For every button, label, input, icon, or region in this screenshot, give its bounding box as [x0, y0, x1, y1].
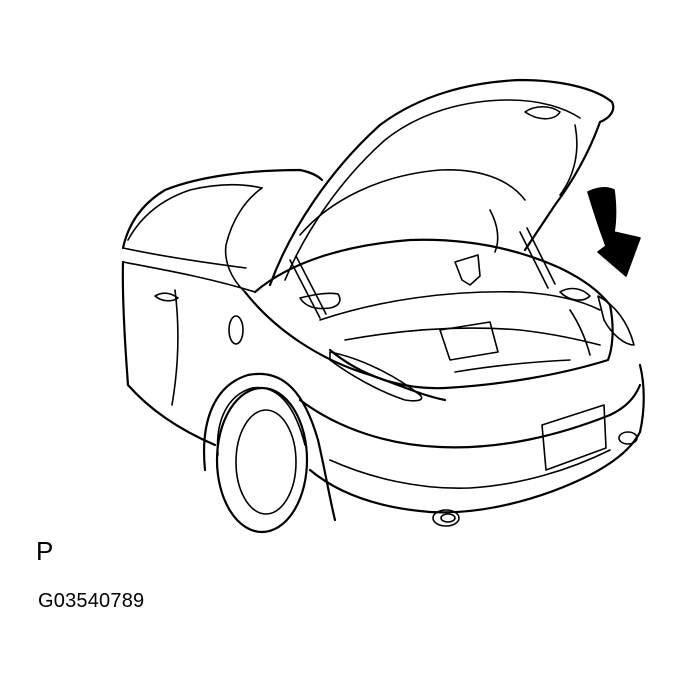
fender-flare-inner [216, 386, 306, 456]
trunk-tray [454, 359, 571, 373]
gas-strut-left-2 [295, 255, 327, 315]
trunk-floor [319, 290, 601, 321]
bumper-crease [329, 449, 611, 490]
arrow-shape [587, 187, 641, 277]
tail-light-right [597, 295, 635, 346]
trunk-mat-recess [439, 321, 499, 361]
trunk-hinge-detail [559, 287, 591, 301]
door-handle [154, 292, 179, 302]
trunk-side-panel [569, 309, 591, 356]
trunk-lid-spoiler [524, 105, 561, 120]
door-crease [171, 289, 179, 406]
lid-hinge-arm [489, 209, 499, 253]
roof-inner-line [127, 184, 263, 241]
gas-strut-right [519, 231, 549, 289]
figure-id: G03540789 [38, 590, 145, 612]
rear-bumper [298, 383, 642, 449]
trunk-trim-left [299, 292, 341, 310]
rear-fender-arch [203, 372, 337, 522]
gas-strut-right-2 [526, 227, 556, 285]
trunk-lid-rear-edge [523, 120, 602, 252]
quarter-panel [243, 290, 447, 402]
tail-light-left [329, 351, 423, 402]
rear-wheel-tire [215, 386, 309, 534]
bumper-lower [308, 363, 645, 514]
trunk-lid-inner-panel [299, 169, 526, 236]
trunk-latch-bracket [454, 254, 481, 286]
trunk-lid [268, 78, 615, 319]
side-body-outline [121, 260, 217, 447]
c-pillar [224, 187, 263, 293]
exhaust-tip-right [618, 431, 638, 445]
trunk-opening-rim [253, 238, 614, 390]
license-plate-recess [541, 404, 607, 471]
trunk-lid-outer [268, 78, 615, 287]
exhaust-tip-left [432, 509, 460, 527]
rear-wheel-rim [235, 409, 297, 515]
car-body [121, 168, 645, 534]
exhaust-tip-left-inner [440, 513, 456, 523]
belt-line [122, 261, 256, 293]
fuel-door [228, 315, 244, 345]
arrow-down-right-icon [587, 187, 641, 277]
gas-strut-left [289, 259, 321, 319]
rear-window-edge [122, 247, 247, 269]
view-label: P [36, 536, 54, 566]
trunk-lid-stiffener [559, 124, 578, 196]
roof-outline [121, 168, 324, 250]
trunk-floor-front [344, 327, 601, 346]
trunk-lid-inner [284, 99, 581, 281]
trunk-opening [253, 238, 614, 390]
